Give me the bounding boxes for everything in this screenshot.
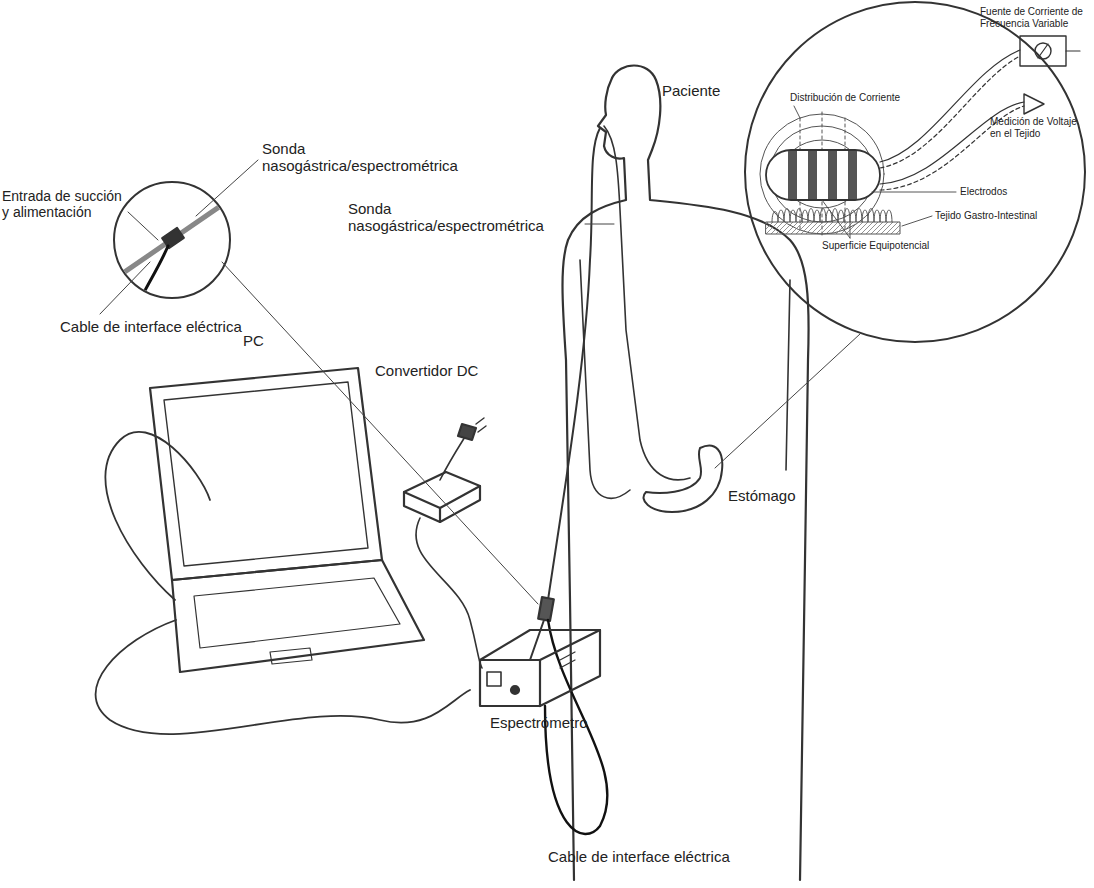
stomach-shape <box>644 445 723 512</box>
surface-label: Superficie Equipotencial <box>822 240 929 252</box>
cable-label: Cable de interface eléctrica <box>548 848 730 865</box>
external-probe <box>548 128 600 600</box>
voltage-label: Medición de Voltaje en el Tejido <box>990 116 1088 139</box>
laptop-cable <box>96 620 470 734</box>
tissue-label: Tejido Gastro-Intestinal <box>935 210 1037 222</box>
power-cable <box>105 432 210 600</box>
spectrometer-box <box>480 630 600 706</box>
probe-suction-end <box>530 620 544 660</box>
probe-label: Sonda nasogástrica/espectrométrica <box>262 140 492 175</box>
villi <box>772 209 892 223</box>
dc-converter <box>404 418 486 668</box>
spectrometer-label: Espectrómetro <box>490 714 588 731</box>
source-terminal <box>1038 44 1080 58</box>
probe-label: Sonda nasogástrica/espectrométrica <box>348 200 580 235</box>
converter-label: Convertidor DC <box>375 362 478 379</box>
internal-probe <box>604 126 690 480</box>
inlet-label: Entrada de succión y alimentación <box>2 188 132 220</box>
probe-connector <box>538 597 554 621</box>
electrodes <box>788 151 857 199</box>
probe-capsule <box>766 150 880 200</box>
inset-leaders <box>794 106 956 238</box>
big-inset-circle <box>745 2 1085 342</box>
leader-lines <box>100 160 860 604</box>
tissue-layer <box>766 222 900 234</box>
cable-label: Cable de interface eléctrica <box>60 318 242 335</box>
stomach-label: Estómago <box>728 487 796 504</box>
laptop <box>150 368 424 672</box>
small-inset-circle <box>114 182 230 298</box>
current-label: Distribución de Corriente <box>790 92 900 104</box>
pc-label: PC <box>243 332 264 349</box>
amplifier-symbol <box>1024 94 1044 114</box>
source-label: Fuente de Corriente de Frecuencia Variab… <box>980 6 1090 29</box>
patient-label: Paciente <box>662 82 720 99</box>
electrode-label: Electrodos <box>960 186 1007 198</box>
